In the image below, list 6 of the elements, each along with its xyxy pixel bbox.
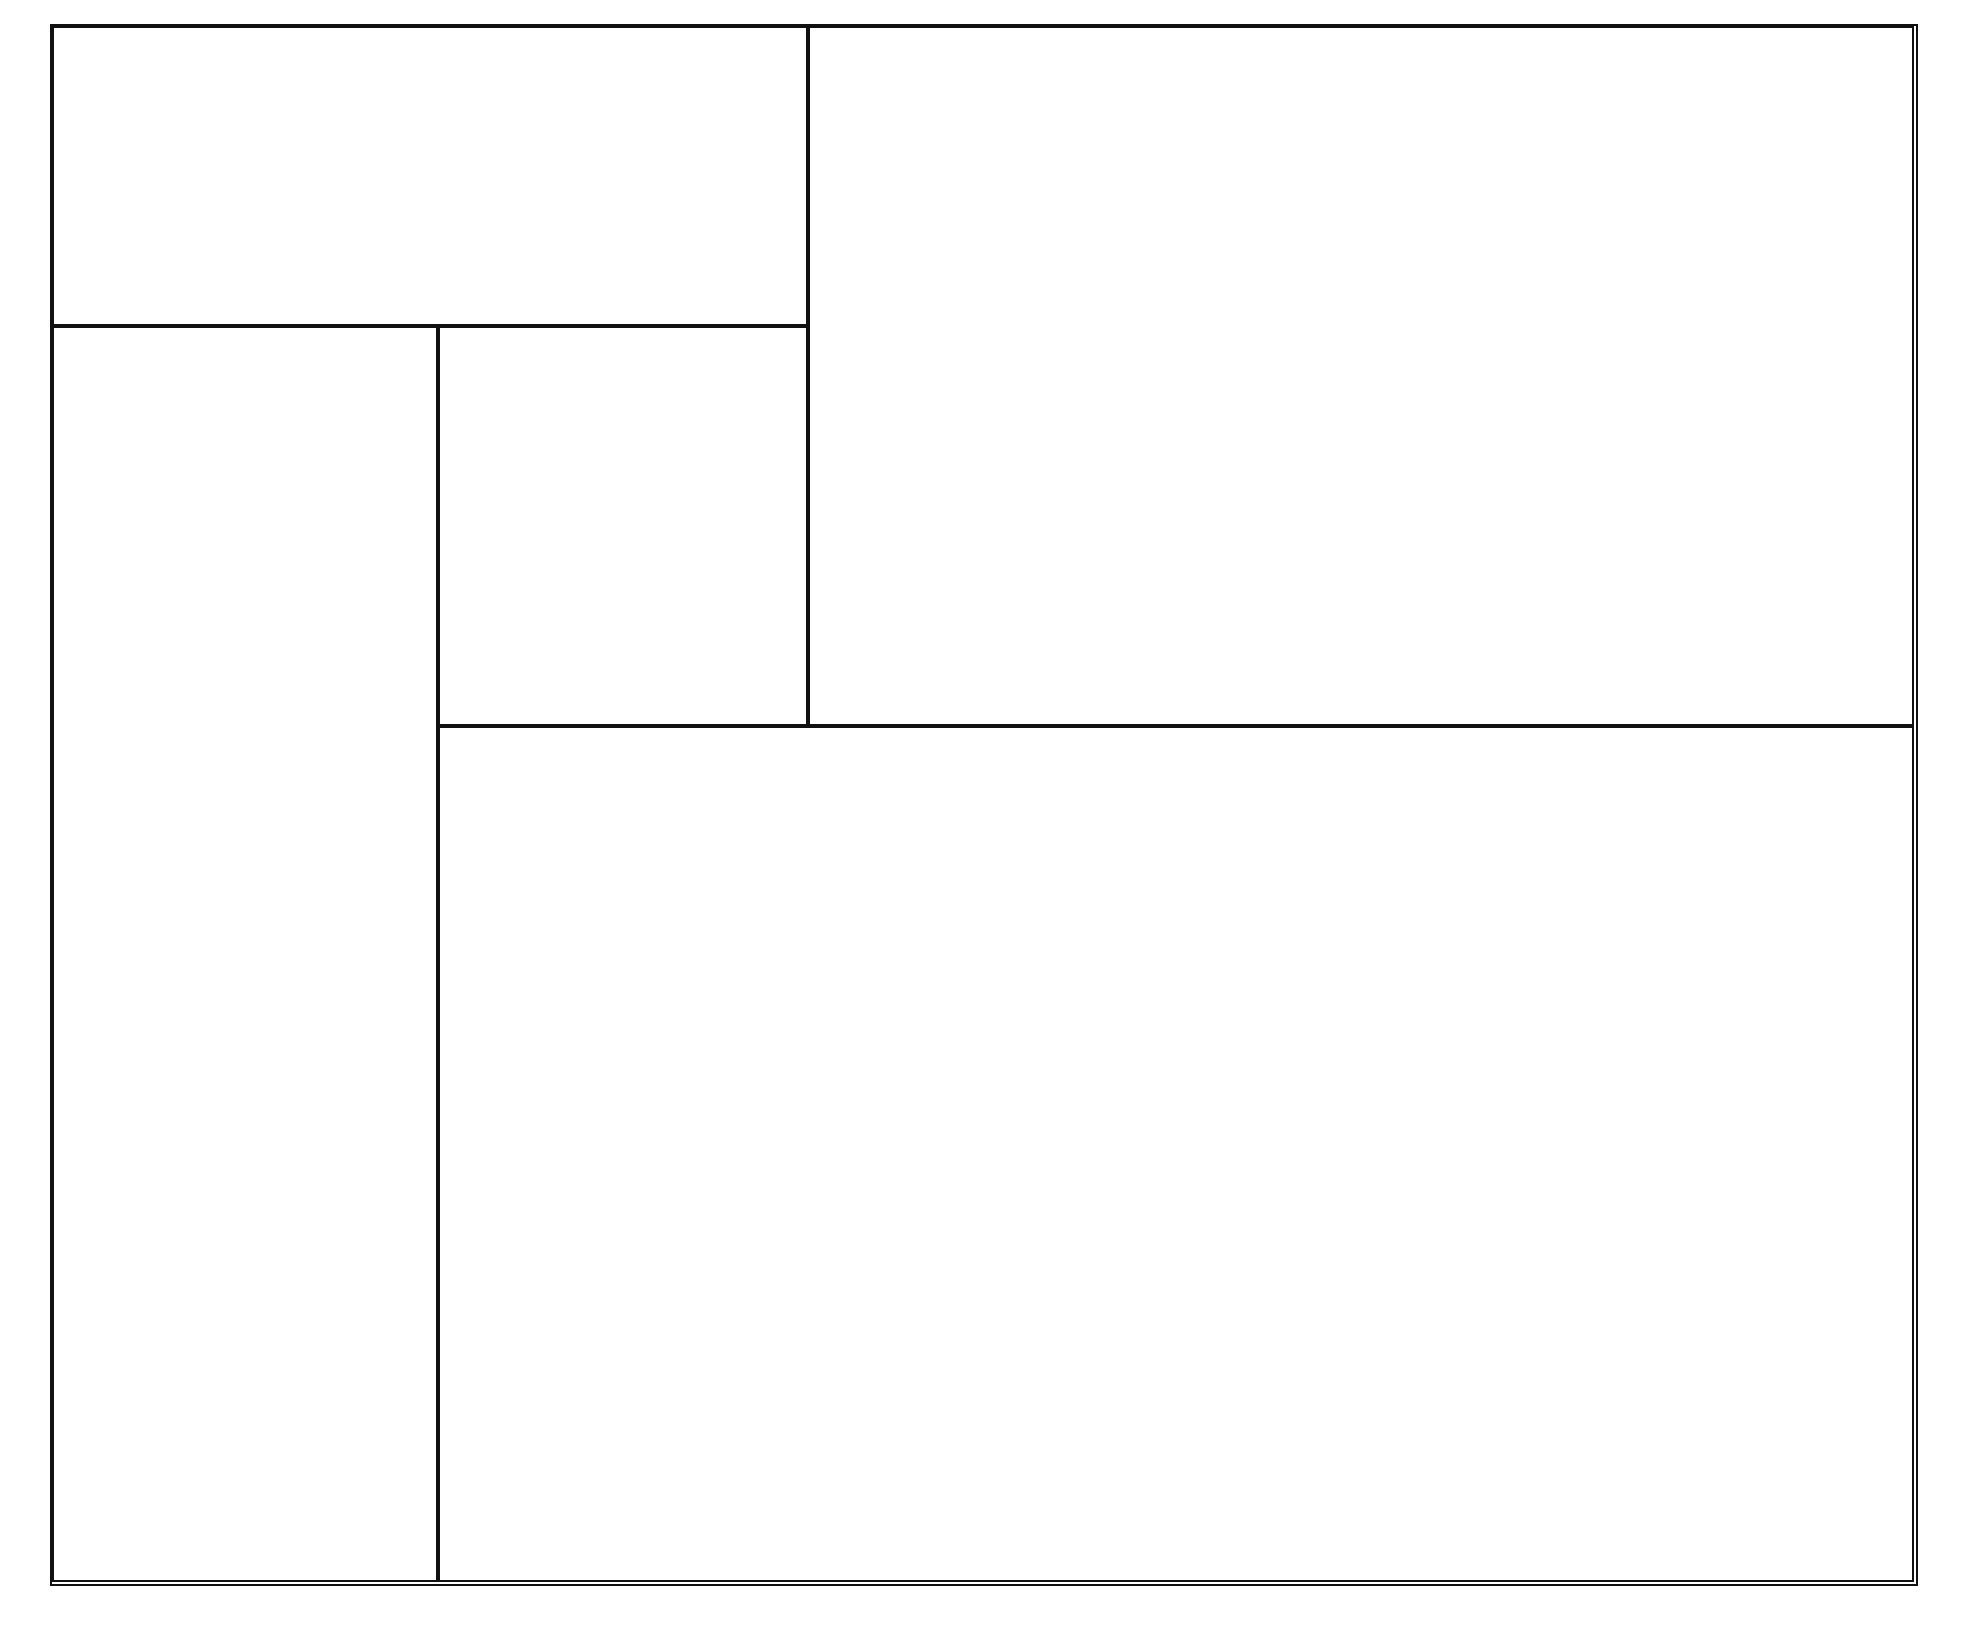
rectangle — [438, 326, 808, 726]
rectangle — [52, 326, 438, 1582]
outer-rectangle — [50, 24, 1918, 1586]
rectangle — [438, 726, 1914, 1582]
rectangle — [808, 26, 1914, 726]
rectangle — [52, 26, 808, 326]
